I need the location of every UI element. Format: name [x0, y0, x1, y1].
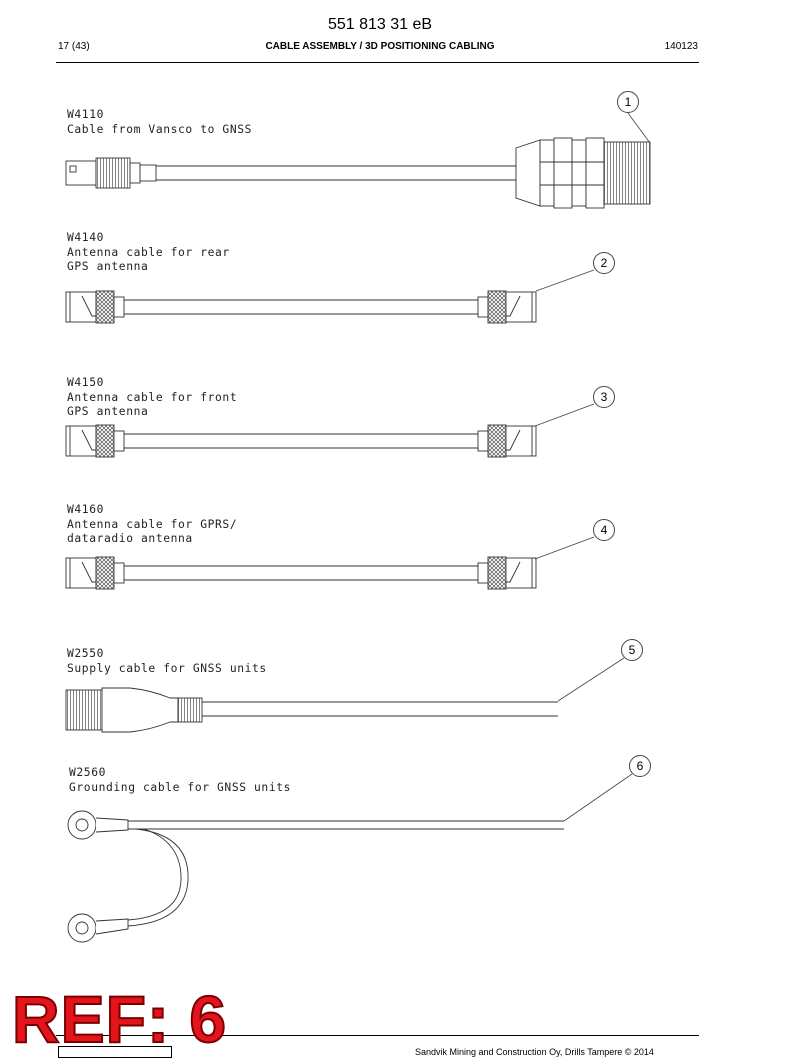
callout-2: 2	[593, 252, 615, 274]
callout-1: 1	[617, 91, 639, 113]
reference-stamp: REF: 6	[11, 982, 228, 1056]
page-number: 17 (43)	[58, 41, 90, 52]
section-title: CABLE ASSEMBLY / 3D POSITIONING CABLING	[265, 41, 495, 52]
cable-label-w4110: W4110 Cable from Vansco to GNSS	[67, 108, 253, 136]
callout-4: 4	[593, 519, 615, 541]
cable-drawing-w2550	[65, 687, 558, 733]
cable-drawing-w4160	[65, 556, 537, 590]
header-rule	[56, 62, 699, 63]
cable-label-w4150: W4150 Antenna cable for front GPS antenn…	[67, 376, 238, 418]
footer-rule	[56, 1035, 699, 1036]
cable-label-w4140: W4140 Antenna cable for rear GPS antenna	[67, 231, 230, 273]
document-code: 140123	[664, 41, 698, 52]
cable-drawing-w4150	[65, 424, 537, 458]
callout-5: 5	[621, 639, 643, 661]
cable-drawing-w2560	[67, 810, 564, 943]
cable-label-w4160: W4160 Antenna cable for GPRS/ dataradio …	[67, 503, 238, 545]
document-number: 551 813 31 eB	[327, 16, 433, 33]
callout-6: 6	[629, 755, 651, 777]
cable-drawing-w4140	[65, 290, 537, 324]
footer-copyright: Sandvik Mining and Construction Oy, Dril…	[415, 1047, 654, 1057]
callout-leaders	[534, 112, 651, 822]
cable-drawing-w4110	[65, 137, 651, 209]
cable-label-w2550: W2550 Supply cable for GNSS units	[67, 647, 267, 675]
callout-3: 3	[593, 386, 615, 408]
cable-label-w2560: W2560 Grounding cable for GNSS units	[69, 766, 292, 794]
